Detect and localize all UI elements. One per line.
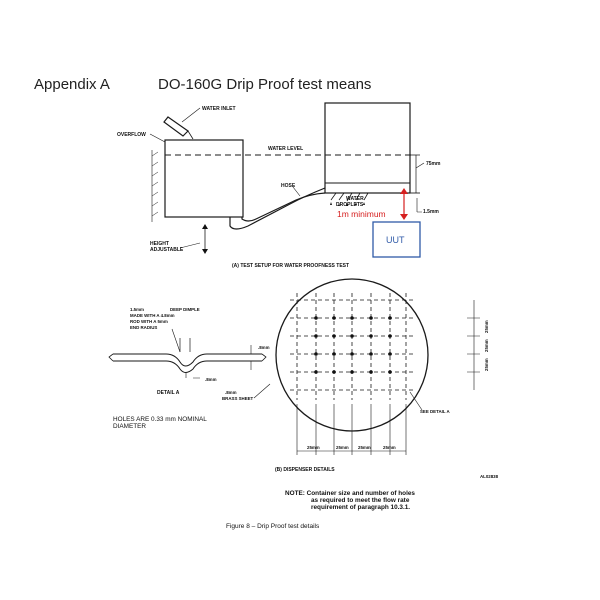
h-spacing-4: 25mm — [383, 445, 396, 450]
detail-a-label: DETAIL A — [157, 390, 180, 396]
h-spacing-2: 25mm — [336, 445, 349, 450]
water-droplets-label-2: DROPLETS — [336, 202, 364, 208]
dimple-label-3: MADE WITH A 4.8mm — [130, 313, 175, 318]
drip-hole — [388, 370, 392, 374]
dim-15-lines — [411, 192, 422, 213]
thickness-dim — [244, 345, 258, 370]
support-hatching — [151, 151, 159, 217]
supply-reservoir — [164, 139, 244, 218]
dispenser-container — [324, 102, 411, 194]
h-dim-extensions — [296, 404, 407, 455]
dim-15-label: 1.5mm — [423, 209, 439, 215]
dimple-label-4: ROD WITH A 5mm — [130, 319, 168, 324]
water-droplets-label-1: WATER — [346, 196, 364, 202]
sheet-top-profile — [113, 353, 262, 367]
sheet-break-marks — [108, 353, 267, 362]
dimple-leader — [171, 328, 181, 353]
v-spacing-1: 25mm — [484, 320, 489, 333]
note-line-3: requirement of paragraph 10.3.1. — [311, 504, 410, 511]
uut-box — [372, 221, 421, 258]
h-spacing-3: 25mm — [358, 445, 371, 450]
brass-label-2: BRASS SHEET — [222, 396, 254, 401]
drip-hole — [350, 334, 354, 338]
height-leader — [179, 242, 201, 249]
page-title: DO-160G Drip Proof test means — [158, 76, 372, 93]
drip-hole — [350, 316, 354, 320]
dispenser-detail: SEE DETAIL A 25mm 25mm 25mm 25mm 25mm 25… — [275, 278, 499, 479]
drip-hole — [369, 334, 373, 338]
dimple-arrows — [179, 338, 191, 352]
setup-caption: (A) TEST SETUP FOR WATER PROOFNESS TEST — [232, 263, 349, 269]
drip-hole — [332, 316, 336, 320]
dim-8-lines — [185, 372, 200, 379]
note-line-2: as required to meet the flow rate — [311, 497, 410, 504]
height-label-2: ADJUSTABLE — [150, 247, 184, 253]
drip-hole — [369, 316, 373, 320]
hole-grid — [290, 293, 414, 400]
v-spacing-2: 25mm — [484, 339, 489, 352]
dispenser-caption: (B) DISPENSER DETAILS — [275, 467, 335, 473]
dim-8-label: .8mm — [205, 377, 217, 382]
hose-label: HOSE — [281, 183, 296, 189]
detail-a: 1.5mm DEEP DIMPLE MADE WITH A 4.8mm ROD … — [108, 307, 271, 430]
water-inlet-pipe — [163, 116, 189, 137]
note: NOTE: Container size and number of holes… — [285, 490, 415, 511]
see-detail-label: SEE DETAIL A — [420, 409, 451, 414]
note-line-1: NOTE: Container size and number of holes — [285, 490, 415, 497]
drip-hole — [388, 334, 392, 338]
drip-hole — [332, 370, 336, 374]
drip-hole — [369, 370, 373, 374]
test-setup: WATER INLET OVERFLOW WATER LEVEL HOSE — [117, 102, 441, 269]
hose-leader — [292, 186, 301, 197]
dimple-label-5: END RADIUS — [130, 325, 157, 330]
sheet-bottom-profile — [113, 360, 262, 373]
figure-caption: Figure 8 – Drip Proof test details — [226, 523, 320, 530]
dimple-label-1: 1.5mm — [130, 307, 144, 312]
v-spacing-3: 25mm — [484, 358, 489, 371]
drip-hole — [332, 352, 336, 356]
hose-lower — [241, 192, 326, 222]
appendix-label: Appendix A — [34, 76, 110, 93]
drip-hole — [350, 352, 354, 356]
brass-leader — [253, 383, 271, 399]
drip-hole — [369, 352, 373, 356]
hose-upper — [229, 187, 326, 230]
drip-hole — [388, 352, 392, 356]
dim-75-lines — [410, 154, 420, 194]
overflow-leader — [149, 133, 166, 143]
drip-hole — [388, 316, 392, 320]
height-label-1: HEIGHT — [150, 241, 169, 247]
holes-label-2: DIAMETER — [113, 423, 146, 430]
overflow-label: OVERFLOW — [117, 132, 146, 138]
drip-hole — [314, 334, 318, 338]
uut-label: UUT — [386, 235, 405, 245]
dimple-label-2: DEEP DIMPLE — [170, 307, 200, 312]
see-detail-leader — [409, 391, 423, 411]
drawing-code: AL02838 — [480, 474, 499, 479]
dim-75-label: 75mm — [426, 161, 441, 167]
drip-hole — [350, 370, 354, 374]
drip-hole — [314, 370, 318, 374]
water-droplets — [330, 192, 369, 206]
water-inlet-label: WATER INLET — [202, 106, 236, 112]
water-inlet-leader — [181, 107, 201, 123]
drip-hole — [314, 352, 318, 356]
holes-label-1: HOLES ARE 0.33 mm NOMINAL — [113, 416, 207, 423]
water-inlet-stream — [187, 130, 194, 140]
dim-75-leader — [415, 162, 425, 169]
brass-label-1: .8mm — [225, 390, 237, 395]
h-spacing-1: 25mm — [307, 445, 320, 450]
drip-hole — [314, 316, 318, 320]
water-level-label: WATER LEVEL — [268, 146, 303, 152]
v-dim-lines — [467, 300, 480, 390]
min-distance-label: 1m minimum — [337, 209, 386, 219]
drip-hole — [332, 334, 336, 338]
thickness-label: .8mm — [258, 345, 270, 350]
